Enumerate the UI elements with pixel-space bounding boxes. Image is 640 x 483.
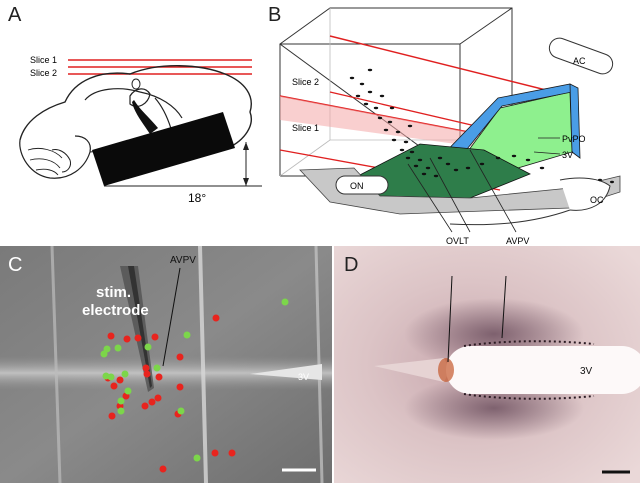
ac-label: AC xyxy=(573,56,586,66)
panel-a-brain-diagram: Slice 1 Slice 2 18° xyxy=(19,55,262,205)
panel-c-letter: C xyxy=(8,254,23,276)
electrode-label: electrode xyxy=(82,302,149,319)
slice2-label: Slice 2 xyxy=(30,68,57,78)
panel-d-micrograph: 3V xyxy=(334,246,640,483)
on-label: ON xyxy=(350,181,364,191)
panel-b: B AC ON OC xyxy=(268,0,640,260)
panel-d-letter: D xyxy=(344,254,359,276)
c-dots xyxy=(100,298,289,473)
panel-a-letter: A xyxy=(8,4,22,26)
oc-label: OC xyxy=(590,195,604,205)
b-slice2-label: Slice 2 xyxy=(292,77,319,87)
panel-a: A Slice 1 Slice 2 18° xyxy=(0,0,280,220)
panel-c-micrograph: 3V stim. electrode AVPV xyxy=(0,246,332,483)
b-avpv-label: AVPV xyxy=(506,236,529,246)
slice1-label: Slice 1 xyxy=(30,55,57,65)
panel-b-3d-diagram: AC ON OC xyxy=(279,7,621,246)
angle-label: 18° xyxy=(188,191,206,205)
c-avpv-label: AVPV xyxy=(170,255,196,266)
panel-b-letter: B xyxy=(268,4,282,26)
panel-c: 3V stim. electrode AVPV C xyxy=(0,246,332,483)
ovlt-label: OVLT xyxy=(446,236,469,246)
b-3v-label: 3V xyxy=(562,150,573,160)
pvpo-label: PvPO xyxy=(562,134,586,144)
c-3v-label: 3V xyxy=(298,372,309,382)
d-3v-label: 3V xyxy=(580,366,593,377)
panel-d: 3V D xyxy=(334,246,640,483)
stim-label: stim. xyxy=(96,284,131,301)
b-slice1-label: Slice 1 xyxy=(292,123,319,133)
